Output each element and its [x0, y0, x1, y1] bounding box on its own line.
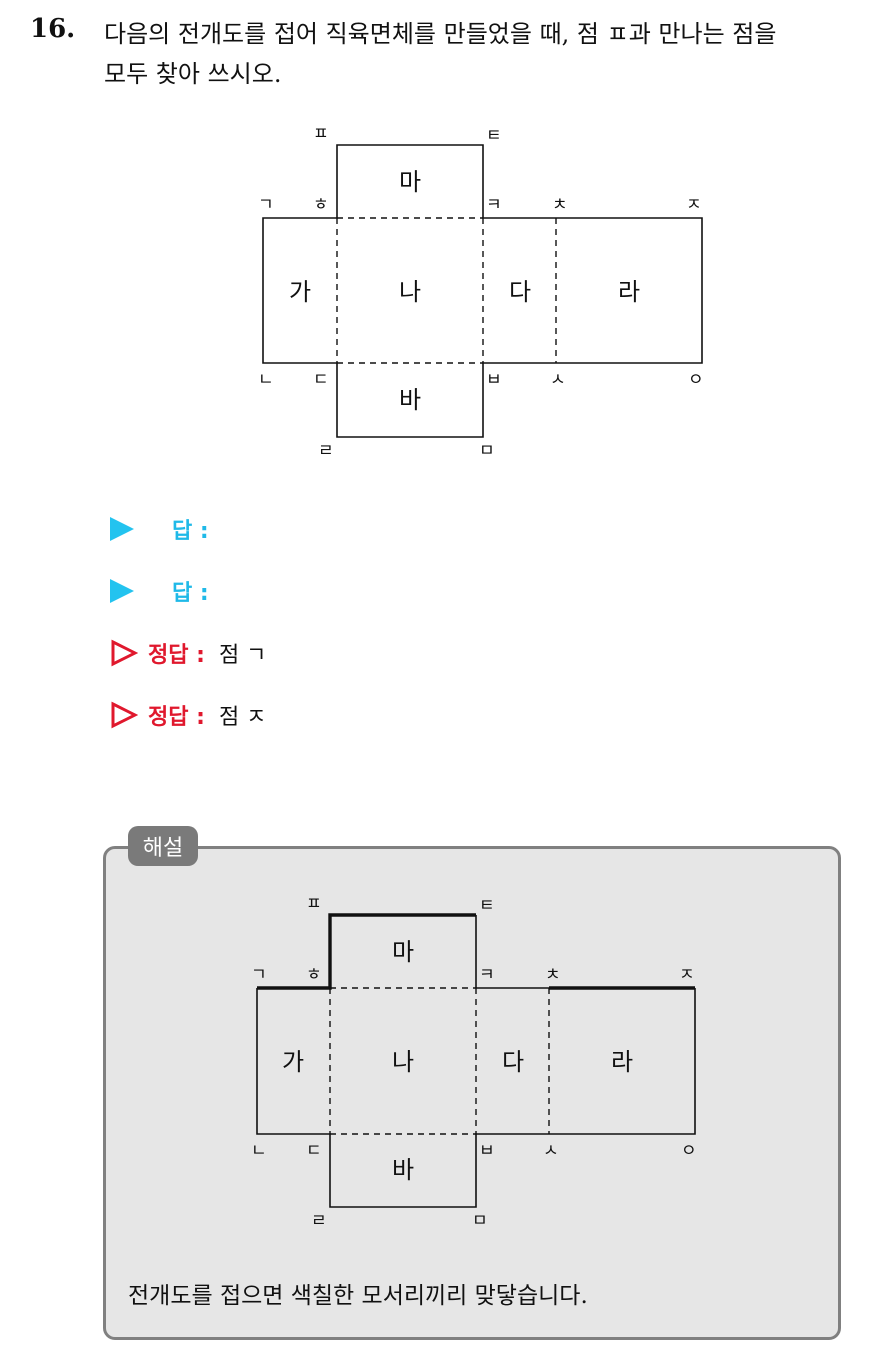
face-label-ba: 바 — [392, 1156, 414, 1184]
vertex-label-p: ㅍ — [313, 124, 329, 144]
vertex-label-r: ㄹ — [318, 441, 334, 461]
outline-triangle-icon — [111, 701, 138, 729]
correct-answer-row-2: 정답 : 점 ㅈ — [110, 698, 266, 732]
answer-row-1: 답 : — [110, 512, 223, 546]
play-triangle-icon — [110, 517, 134, 541]
vertex-label-s: ㅅ — [543, 1141, 559, 1161]
question-line-1: 다음의 전개도를 접어 직육면체를 만들었을 때, 점 ㅍ과 만나는 점을 — [104, 20, 777, 48]
vertex-label-s: ㅅ — [550, 370, 566, 390]
vertex-label-m: ㅁ — [479, 441, 495, 461]
vertex-label-n: ㄴ — [258, 370, 274, 390]
face-label-ba: 바 — [399, 386, 421, 414]
correct-answer-row-1: 정답 : 점 ㄱ — [110, 636, 266, 670]
play-triangle-icon — [110, 579, 134, 603]
face-label-ra: 라 — [618, 278, 640, 306]
vertex-label-b: ㅂ — [486, 370, 502, 390]
net-outline — [256, 988, 696, 1208]
vertex-label-k: ㅋ — [486, 195, 502, 215]
face-label-da: 다 — [502, 1048, 524, 1076]
vertex-label-t: ㅌ — [479, 896, 495, 916]
face-label-ma: 마 — [392, 938, 414, 966]
face-label-na: 나 — [399, 278, 421, 306]
vertex-label-b: ㅂ — [479, 1141, 495, 1161]
vertex-label-ch: ㅊ — [545, 965, 561, 985]
vertex-label-j: ㅈ — [679, 965, 695, 985]
face-label-ga: 가 — [282, 1048, 304, 1076]
face-label-ra: 라 — [611, 1048, 633, 1076]
vertex-label-g: ㄱ — [251, 965, 267, 985]
vertex-label-o: ㅇ — [681, 1141, 697, 1161]
question-text: 다음의 전개도를 접어 직육면체를 만들었을 때, 점 ㅍ과 만나는 점을 모두… — [104, 14, 874, 94]
explanation-tag: 해설 — [128, 826, 198, 866]
face-label-da: 다 — [509, 278, 531, 306]
answer-label: 답 : — [172, 519, 209, 544]
explanation-net-diagram: ㅍ ㅌ ㄱ ㅎ ㅋ ㅊ ㅈ ㄴ ㄷ ㅂ ㅅ ㅇ ㄹ ㅁ 마 가 나 다 라 바 — [251, 894, 697, 1231]
vertex-label-g: ㄱ — [258, 195, 274, 215]
vertex-label-h: ㅎ — [306, 965, 322, 985]
vertex-label-o: ㅇ — [688, 370, 704, 390]
vertex-label-k: ㅋ — [479, 965, 495, 985]
vertex-label-p: ㅍ — [306, 894, 322, 914]
answer-row-2: 답 : — [110, 574, 223, 608]
question-line-2: 모두 찾아 쓰시오. — [104, 60, 282, 88]
vertex-label-h: ㅎ — [313, 195, 329, 215]
vertex-label-ch: ㅊ — [552, 195, 568, 215]
answer-label: 답 : — [172, 581, 209, 606]
face-label-ga: 가 — [289, 278, 311, 306]
vertex-label-m: ㅁ — [472, 1211, 488, 1231]
vertex-label-r: ㄹ — [311, 1211, 327, 1231]
net-diagram: ㅍ ㅌ ㄱ ㅎ ㅋ ㅊ ㅈ ㄴ ㄷ ㅂ ㅅ ㅇ ㄹ ㅁ 마 가 나 다 라 바 — [258, 124, 704, 461]
outline-triangle-icon — [111, 639, 138, 667]
vertex-label-n: ㄴ — [251, 1141, 267, 1161]
vertex-label-d: ㄷ — [306, 1141, 322, 1161]
face-label-ma: 마 — [399, 168, 421, 196]
face-label-na: 나 — [392, 1048, 414, 1076]
correct-answer-value: 점 ㅈ — [218, 705, 267, 730]
vertex-label-t: ㅌ — [486, 126, 502, 146]
question-number: 16. — [30, 14, 76, 44]
explanation-text: 전개도를 접으면 색칠한 모서리끼리 맞닿습니다. — [128, 1283, 588, 1309]
correct-answer-value: 점 ㄱ — [218, 643, 267, 668]
vertex-label-d: ㄷ — [313, 370, 329, 390]
correct-answer-label: 정답 : — [148, 643, 205, 668]
correct-answer-label: 정답 : — [148, 705, 205, 730]
vertex-label-j: ㅈ — [686, 195, 702, 215]
highlighted-edge — [257, 913, 476, 990]
explanation-box — [103, 846, 841, 1340]
